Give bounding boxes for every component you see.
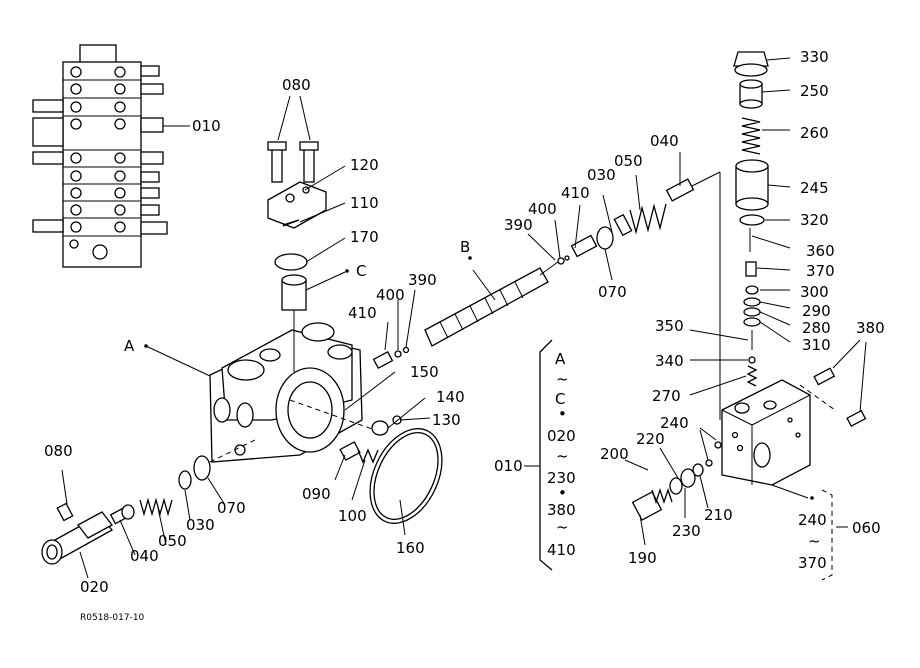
relief-valve-stack — [689, 51, 791, 420]
label-410-mid: 410 — [348, 304, 377, 322]
part-labels: 080 120 110 170 C 390 400 410 B 390 400 … — [44, 48, 885, 596]
group-010-item: • — [558, 405, 567, 423]
label-330: 330 — [800, 48, 829, 66]
cover-plate-assembly — [267, 95, 349, 372]
label-350: 350 — [655, 317, 684, 335]
label-020: 020 — [80, 578, 109, 596]
label-245: 245 — [800, 179, 829, 197]
label-210: 210 — [704, 506, 733, 524]
label-150: 150 — [410, 363, 439, 381]
label-050-left: 050 — [158, 532, 187, 550]
group-010-item: 020 — [547, 427, 576, 445]
label-390-mid: 390 — [408, 271, 437, 289]
label-390-b: 390 — [504, 216, 533, 234]
group-010-item: • — [558, 484, 567, 502]
label-070-b: 070 — [598, 283, 627, 301]
label-400-b: 400 — [528, 200, 557, 218]
relief-block-060 — [624, 339, 867, 581]
label-370-r: 370 — [806, 262, 835, 280]
group-010-item: ~ — [556, 518, 569, 536]
valve-body-a — [144, 322, 363, 463]
label-010-top: 010 — [192, 117, 221, 135]
label-220: 220 — [636, 430, 665, 448]
label-300: 300 — [800, 283, 829, 301]
label-230: 230 — [672, 522, 701, 540]
label-200: 200 — [600, 445, 629, 463]
group-010-item: ~ — [556, 447, 569, 465]
group-010-item: A — [555, 350, 566, 368]
label-370-range: 370 — [798, 554, 827, 572]
group-010-item: C — [555, 390, 565, 408]
group-010-item: ~ — [556, 370, 569, 388]
label-040-b: 040 — [650, 132, 679, 150]
group-010-label: 010 — [494, 457, 523, 475]
label-080-top: 080 — [282, 76, 311, 94]
valve-stack-overview — [32, 44, 190, 268]
label-030-left: 030 — [186, 516, 215, 534]
label-380: 380 — [856, 319, 885, 337]
label-040-left: 040 — [130, 547, 159, 565]
label-120: 120 — [350, 156, 379, 174]
label-400-mid: 400 — [376, 286, 405, 304]
group-010-item: 410 — [547, 541, 576, 559]
label-060: 060 — [852, 519, 881, 537]
label-240-r: 240 — [660, 414, 689, 432]
label-310: 310 — [802, 336, 831, 354]
label-110: 110 — [350, 194, 379, 212]
label-260: 260 — [800, 124, 829, 142]
label-a: A — [124, 337, 135, 355]
label-170: 170 — [350, 228, 379, 246]
label-030-b: 030 — [587, 166, 616, 184]
label-340: 340 — [655, 352, 684, 370]
label-290: 290 — [802, 302, 831, 320]
label-280: 280 — [802, 319, 831, 337]
label-c: C — [356, 262, 366, 280]
label-100: 100 — [338, 507, 367, 525]
small-poppet-parts — [372, 289, 416, 370]
label-b: B — [460, 238, 470, 256]
label-080-left: 080 — [44, 442, 73, 460]
label-130: 130 — [432, 411, 461, 429]
label-070-left: 070 — [217, 499, 246, 517]
label-140: 140 — [436, 388, 465, 406]
left-cap-parts — [41, 439, 256, 579]
label-410-b: 410 — [561, 184, 590, 202]
label-250: 250 — [800, 82, 829, 100]
label-190: 190 — [628, 549, 657, 567]
label-240-range: 240 — [798, 511, 827, 529]
label-320: 320 — [800, 211, 829, 229]
side-parts — [289, 371, 443, 536]
spool-b-assembly — [424, 152, 721, 347]
label-270: 270 — [652, 387, 681, 405]
label-090: 090 — [302, 485, 331, 503]
label-160: 160 — [396, 539, 425, 557]
label-range-tilde: ~ — [808, 532, 821, 550]
group-010-bracket — [524, 339, 553, 571]
group-010-list: 010 A ~ C • 020 ~ 230 • 380 ~ 410 — [494, 350, 576, 559]
group-010-item: 380 — [547, 501, 576, 519]
label-360: 360 — [806, 242, 835, 260]
label-050-b: 050 — [614, 152, 643, 170]
group-010-item: 230 — [547, 469, 576, 487]
reference-code: R0518-017-10 — [80, 613, 145, 623]
